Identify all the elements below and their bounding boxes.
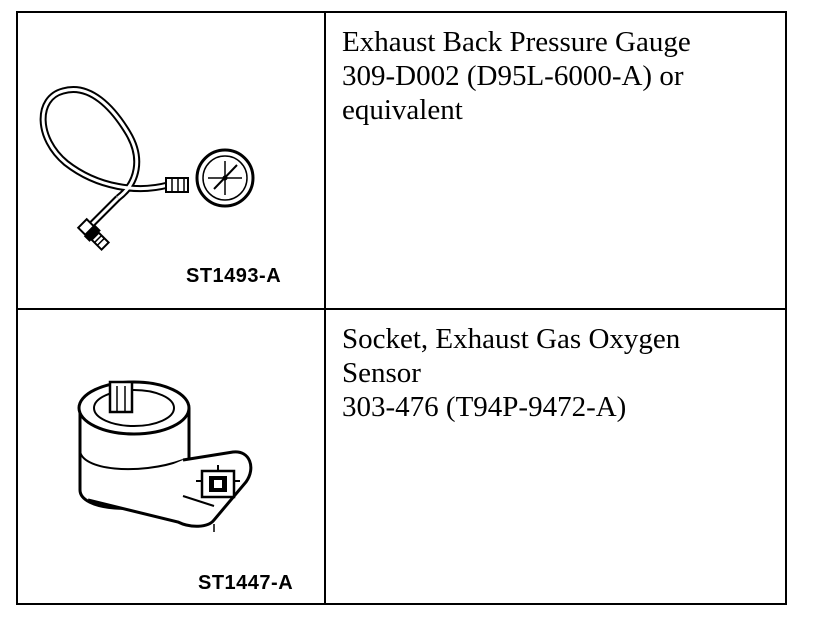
tool-description-cell: Exhaust Back Pressure Gauge 309-D002 (D9… <box>326 13 785 308</box>
tool-description-cell: Socket, Exhaust Gas Oxygen Sensor 303-47… <box>326 310 785 603</box>
oxygen-sensor-socket-icon <box>77 380 253 532</box>
tool-name: Socket, Exhaust Gas Oxygen <box>342 323 681 355</box>
tool-table: ST1493-A Exhaust Back Pressure Gauge 309… <box>16 11 787 605</box>
tool-row: ST1493-A Exhaust Back Pressure Gauge 309… <box>18 13 785 310</box>
tool-part-number: 303-476 (T94P-9472-A) <box>342 391 627 423</box>
tool-image-cell: ST1493-A <box>18 13 326 308</box>
tool-row: ST1447-A Socket, Exhaust Gas Oxygen Sens… <box>18 310 785 603</box>
tool-name-continued: Sensor <box>342 357 421 389</box>
image-code-label: ST1447-A <box>198 572 294 594</box>
tool-image-cell: ST1447-A <box>18 310 326 603</box>
pressure-gauge-icon <box>39 86 255 252</box>
tool-part-number: 309-D002 (D95L-6000-A) or <box>342 60 684 92</box>
image-code-label: ST1493-A <box>186 265 282 287</box>
tool-note: equivalent <box>342 94 463 126</box>
tool-name: Exhaust Back Pressure Gauge <box>342 26 691 58</box>
